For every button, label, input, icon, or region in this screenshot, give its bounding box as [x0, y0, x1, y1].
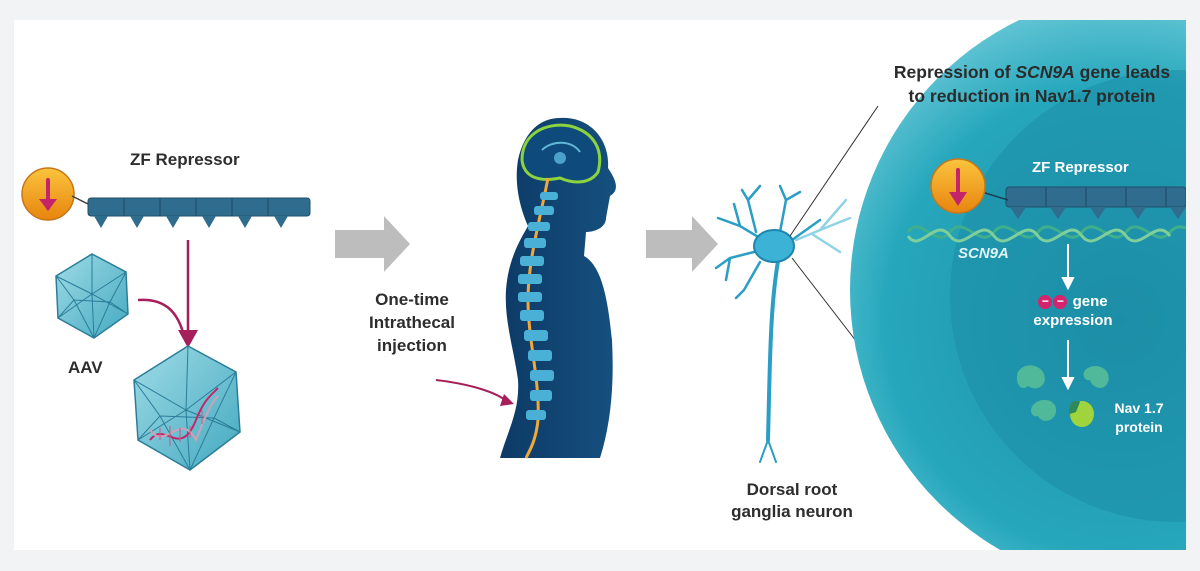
headline-line2: to reduction in Nav1.7 protein	[908, 86, 1156, 106]
delivery-line-1: One-time	[375, 290, 449, 309]
bound-zf-repressor	[1005, 186, 1186, 219]
drg-neuron	[714, 184, 852, 463]
diagram-graphics	[21, 20, 1186, 550]
gene-expression-line-1: gene	[1072, 293, 1108, 310]
bound-repressor-label: ZF Repressor	[1032, 159, 1129, 176]
nav17-protein-icon	[1068, 400, 1094, 427]
loading-arrow-icon	[137, 298, 186, 337]
packaging-arrow-icon	[178, 240, 198, 348]
delivery-line-2: Intrathecal	[369, 313, 455, 332]
protein-label-line-2: protein	[1115, 419, 1163, 435]
headline-suffix: gene leads	[1074, 62, 1171, 82]
repression-down-arrow-icon	[949, 192, 967, 206]
delivery-line-3: injection	[377, 336, 447, 355]
gene-expression-line-2: expression	[1033, 312, 1113, 329]
nav17-protein-fragments	[1016, 365, 1109, 421]
scn9a-gene-label: SCN9A	[958, 245, 1009, 262]
expression-arrow-icon	[1061, 244, 1075, 391]
bound-repressor-orb	[930, 158, 986, 214]
scn9a-dna-helix	[906, 225, 1186, 243]
zoom-bubble	[850, 20, 1186, 550]
injection-arrow-icon	[435, 379, 514, 406]
human-body-silhouette	[500, 117, 616, 459]
dna-helix-icon	[149, 387, 219, 446]
aav-capsid	[55, 253, 129, 340]
aav-label: AAV	[68, 358, 103, 377]
zf-repressor-label: ZF Repressor	[130, 150, 240, 169]
protein-label: Nav 1.7 protein	[1104, 399, 1174, 437]
neuron-label: Dorsal root ganglia neuron	[722, 479, 862, 523]
panel-headline: Repression of SCN9A gene leads to reduct…	[864, 60, 1186, 108]
headline-prefix: Repression of	[893, 62, 1016, 82]
neuron-label-line-2: ganglia neuron	[731, 502, 853, 521]
left-panel	[21, 167, 311, 472]
repressor-orb	[21, 167, 75, 221]
delivery-label: One-time Intrathecal injection	[352, 288, 472, 357]
diagram-canvas: Repression of SCN9A gene leads to reduct…	[14, 20, 1186, 550]
minus-icon: −	[1038, 295, 1053, 310]
gene-expression-label: −− gene expression	[1018, 292, 1128, 330]
repression-down-arrow-icon	[39, 199, 57, 211]
protein-label-line-1: Nav 1.7	[1114, 400, 1164, 416]
loaded-aav-capsid	[133, 345, 241, 472]
step-arrow-2-icon	[646, 216, 718, 272]
zf-repressor-bar	[87, 197, 311, 228]
headline-gene: SCN9A	[1015, 62, 1075, 82]
step-arrow-1-icon	[335, 216, 410, 272]
minus-icon: −	[1053, 295, 1068, 310]
neuron-label-line-1: Dorsal root	[746, 480, 838, 499]
